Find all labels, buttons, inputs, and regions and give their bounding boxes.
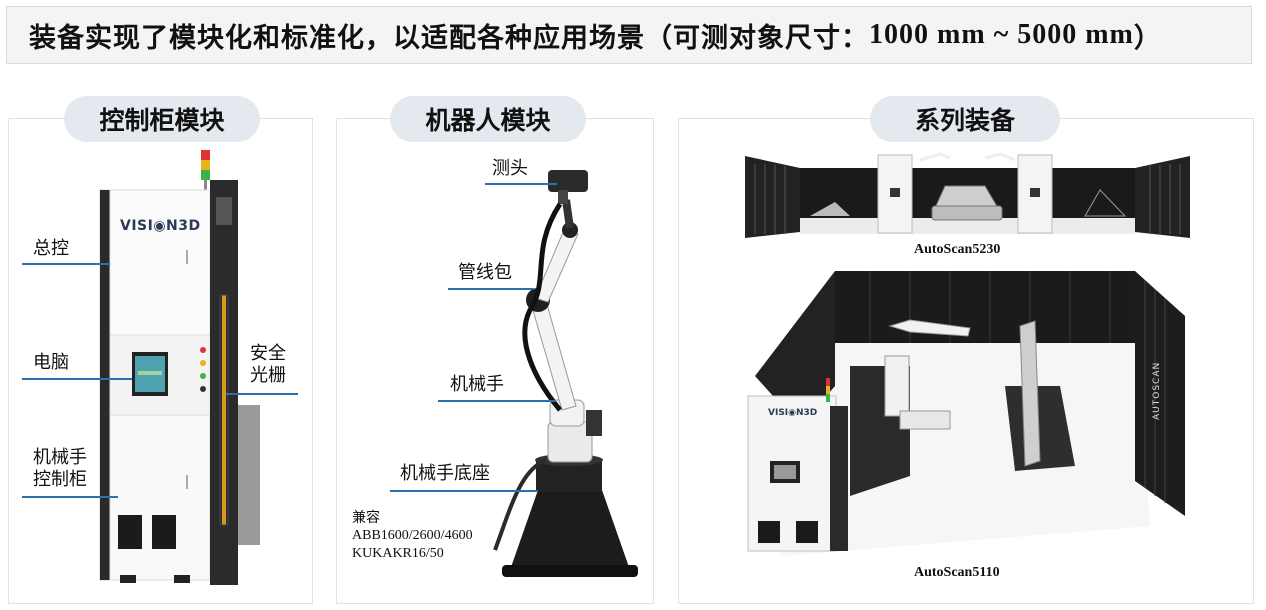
title-size-range: 1000 mm ~ 5000 mm: [869, 19, 1134, 50]
control-cabinet-brand: VISI◉N3D: [120, 218, 201, 234]
series-equipment-heading: 系列装备: [870, 96, 1060, 142]
robot-module-heading: 机器人模块: [390, 96, 586, 142]
autoscan5230-illustration: [740, 150, 1195, 238]
label-master-control: 总控: [33, 238, 69, 259]
title-text-b: ）: [1133, 22, 1162, 54]
pointer-line-cable-pack: [448, 288, 534, 290]
robot-arm-illustration: [493, 170, 638, 577]
pointer-line-robot-base: [390, 490, 538, 492]
compat-abb: ABB1600/2600/4600: [352, 528, 473, 543]
autoscan5110-wall-text: AUTOSCAN: [1152, 361, 1162, 420]
control-cabinet-illustration: [99, 150, 260, 585]
label-cabinet-line2: 控制柜: [33, 469, 87, 490]
caption-autoscan5230: AutoScan5230: [914, 242, 1001, 257]
title-text-a: 装备实现了模块化和标准化，以适配各种应用场景（可测对象尺寸：: [29, 22, 869, 54]
pointer-line-probe: [485, 183, 557, 185]
label-safety-line2: 光栅: [250, 365, 286, 386]
autoscan5110-illustration: [740, 266, 1190, 558]
label-computer: 电脑: [33, 352, 69, 373]
autoscan5110-brand: VISI◉N3D: [768, 408, 818, 418]
compat-title: 兼容: [352, 511, 380, 526]
label-safety-line1: 安全: [250, 343, 286, 364]
compat-kuka: KUKAKR16/50: [352, 546, 444, 561]
pointer-line-safety: [226, 393, 298, 395]
label-robot-base: 机械手底座: [400, 463, 490, 484]
label-robot-arm: 机械手: [450, 374, 504, 395]
control-cabinet-heading: 控制柜模块: [64, 96, 260, 142]
caption-autoscan5110: AutoScan5110: [914, 565, 1000, 580]
pointer-line-master-control: [22, 263, 110, 265]
page-title: 装备实现了模块化和标准化，以适配各种应用场景（可测对象尺寸：1000 mm ~ …: [6, 6, 1252, 64]
pointer-line-computer: [22, 378, 132, 380]
pointer-line-cabinet: [22, 496, 118, 498]
label-cabinet-line1: 机械手: [33, 447, 87, 468]
pointer-line-robot-arm: [438, 400, 556, 402]
label-probe: 测头: [492, 158, 528, 179]
label-cable-pack: 管线包: [458, 262, 512, 283]
